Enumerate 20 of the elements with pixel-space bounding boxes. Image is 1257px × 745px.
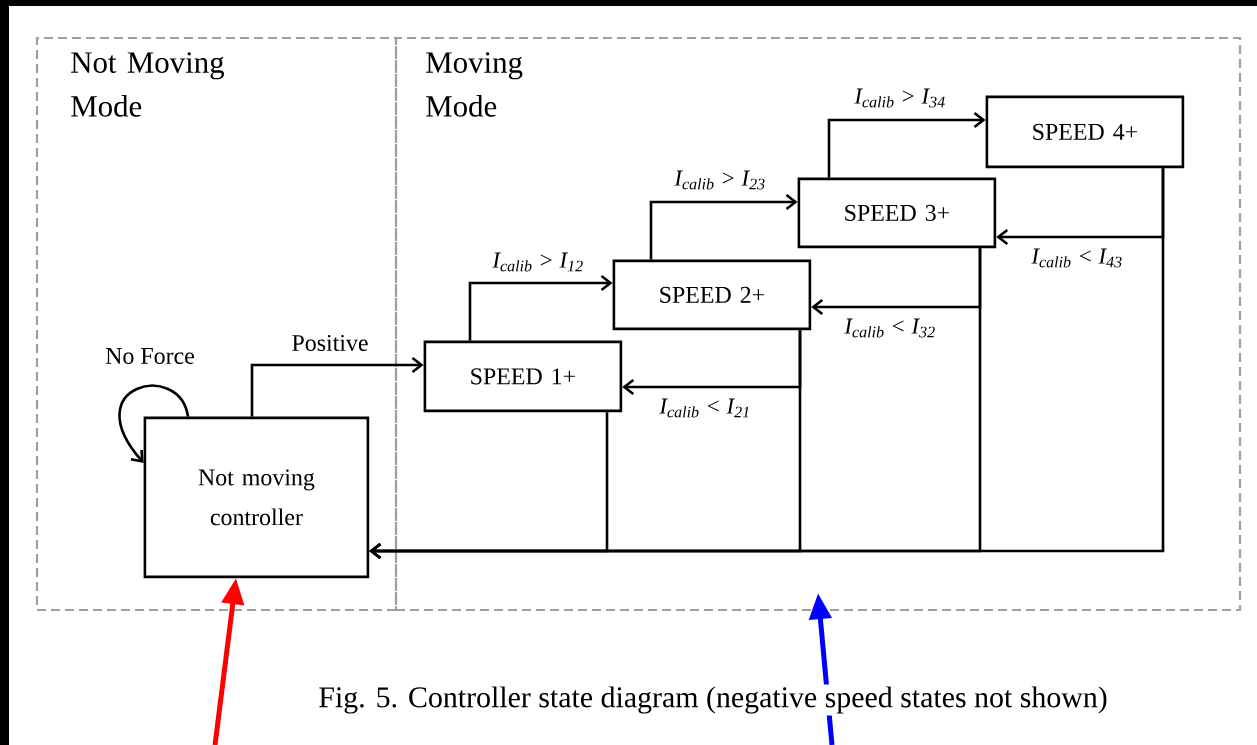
state-box: SPEED 1+ (423, 340, 623, 413)
edge-label: Positive (290, 333, 370, 353)
transition-arrow (468, 274, 613, 341)
transition-arrow (649, 193, 798, 260)
state-box: SPEED 2+ (612, 259, 812, 331)
transition-arrow (369, 168, 1165, 560)
edge-label: I$_{calib}$ < I$_{43}$ (1030, 247, 1124, 269)
state-box: SPEED 3+ (797, 177, 997, 249)
figure-caption: Fig. 5. Controller state diagram (negative speed states not shown) (316, 684, 1110, 716)
edge-label: No Force (104, 347, 196, 365)
state-box: Not moving controller (143, 416, 370, 579)
transition-arrow (250, 356, 424, 417)
edge-label: I$_{calib}$ > I$_{12}$ (491, 251, 585, 273)
edge-label: I$_{calib}$ < I$_{32}$ (843, 317, 937, 339)
edge-label: I$_{calib}$ > I$_{34}$ (853, 87, 947, 109)
edge-label: I$_{calib}$ > I$_{23}$ (673, 169, 767, 191)
loop-arrow (118, 384, 190, 463)
edge-label: I$_{calib}$ < I$_{21}$ (658, 397, 752, 419)
transition-arrow (827, 111, 986, 178)
state-box: SPEED 4+ (985, 95, 1185, 169)
